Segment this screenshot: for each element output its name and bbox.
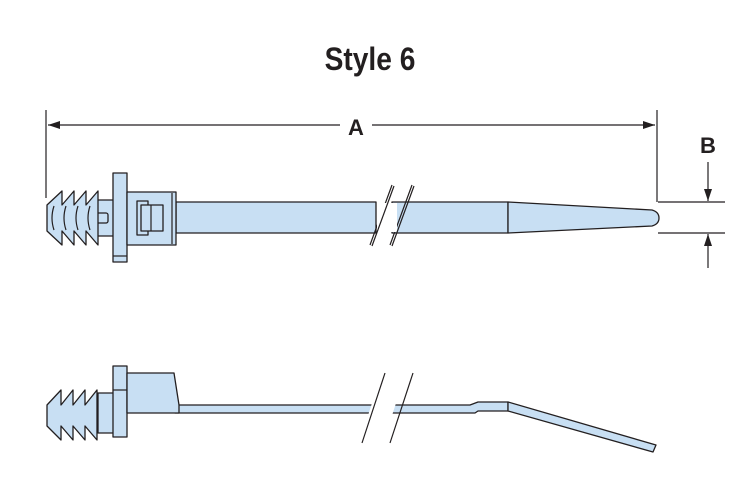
- dimension-b: B: [658, 133, 725, 268]
- dimension-a-label: A: [348, 115, 364, 140]
- dimension-b-label: B: [700, 133, 716, 158]
- cable-tie-side-view: [46, 365, 657, 453]
- cable-tie-top-view: [46, 172, 660, 263]
- dimension-a: A: [45, 110, 658, 202]
- diagram-title: Style 6: [325, 42, 416, 77]
